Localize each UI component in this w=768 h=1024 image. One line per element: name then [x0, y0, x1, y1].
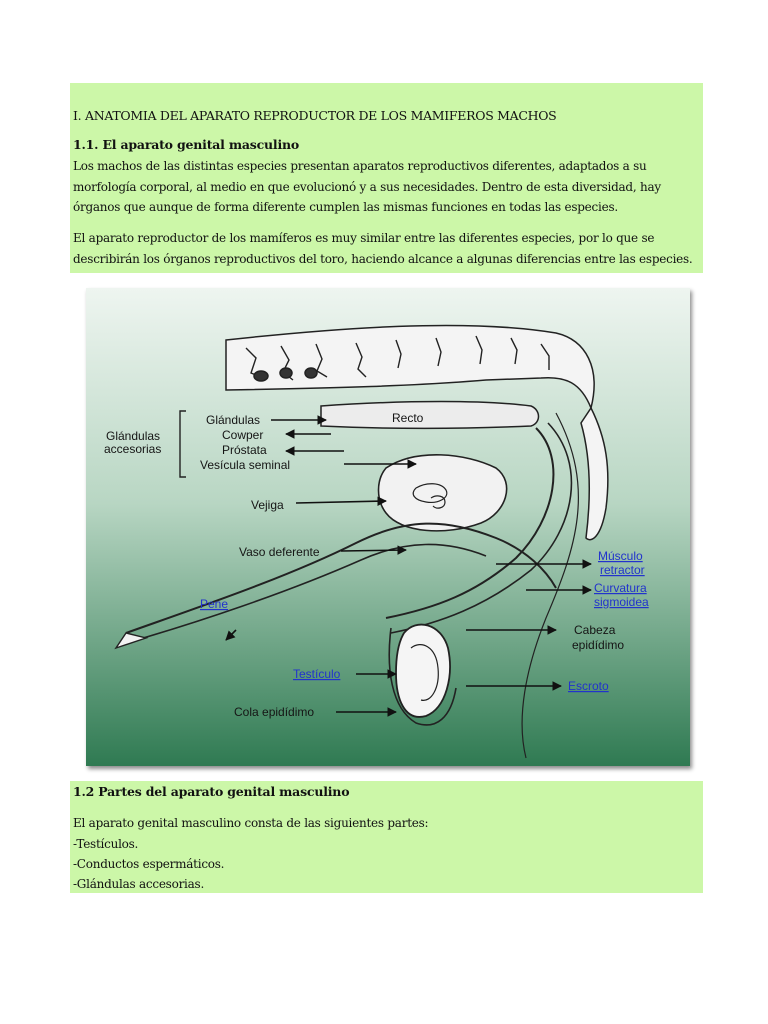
label-cabeza-1: Cabeza [574, 623, 616, 637]
parts-panel: 1.2 Partes del aparato genital masculino… [70, 781, 703, 893]
label-vaso-deferente: Vaso deferente [239, 545, 320, 559]
label-prostata: Próstata [222, 443, 267, 457]
anatomy-diagram: Recto Glándulas Cowper Próstata Vesícula… [86, 288, 690, 766]
testis-shape [396, 625, 450, 717]
label-glandulas: Glándulas [206, 413, 260, 427]
list-item: -Testículos. [73, 834, 224, 854]
label-cabeza-2: epidídimo [572, 638, 624, 652]
section-subtitle: 1.1. El aparato genital masculino [73, 137, 299, 152]
link-escroto[interactable]: Escroto [568, 679, 609, 693]
list-item: -Conductos espermáticos. [73, 854, 224, 874]
link-curvatura-2[interactable]: sigmoidea [594, 595, 649, 609]
link-pene[interactable]: Pene [200, 597, 228, 611]
parts-list: -Testículos. -Conductos espermáticos. -G… [73, 834, 224, 894]
parts-intro: El aparato genital masculino consta de l… [73, 816, 428, 830]
label-cola-epididimo: Cola epidídimo [234, 705, 314, 719]
label-glandulas-acc-1: Glándulas [106, 429, 160, 443]
link-musculo-1[interactable]: Músculo [598, 549, 643, 563]
label-recto: Recto [392, 411, 424, 425]
intro-paragraph-1: Los machos de las distintas especies pre… [73, 156, 701, 218]
link-curvatura-1[interactable]: Curvatura [594, 581, 647, 595]
label-glandulas-acc-2: accesorias [104, 442, 161, 456]
link-testiculo[interactable]: Testículo [293, 667, 341, 681]
label-cowper: Cowper [222, 428, 263, 442]
label-vejiga: Vejiga [251, 498, 284, 512]
intro-paragraph-2: El aparato reproductor de los mamíferos … [73, 228, 701, 269]
section-title: I. ANATOMIA DEL APARATO REPRODUCTOR DE L… [73, 108, 556, 123]
intro-panel: I. ANATOMIA DEL APARATO REPRODUCTOR DE L… [70, 83, 703, 273]
anatomy-figure: Recto Glándulas Cowper Próstata Vesícula… [86, 288, 690, 766]
list-item: -Glándulas accesorias. [73, 874, 224, 894]
link-musculo-2[interactable]: retractor [600, 563, 645, 577]
rectum-shape [321, 402, 539, 429]
label-vesicula: Vesícula seminal [200, 458, 290, 472]
parts-title: 1.2 Partes del aparato genital masculino [73, 784, 349, 799]
bladder-shape [379, 455, 507, 531]
